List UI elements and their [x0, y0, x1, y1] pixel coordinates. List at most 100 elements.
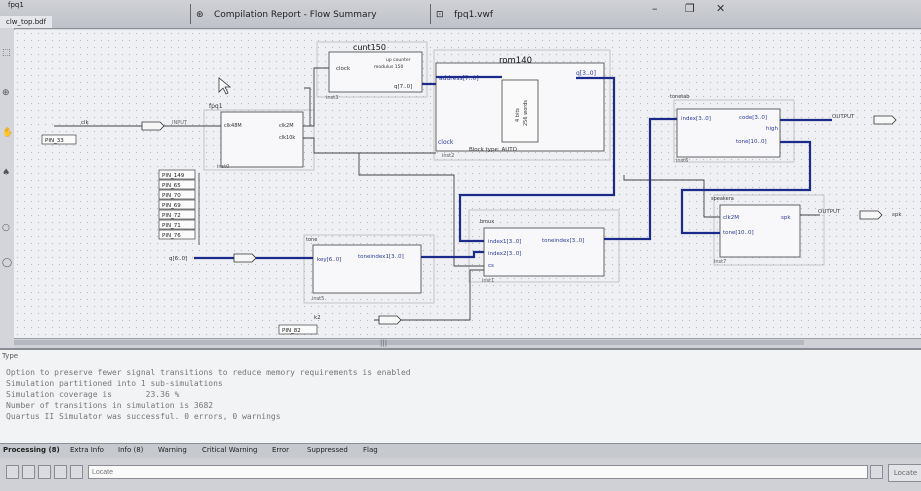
splitter-grip-icon[interactable]: |||	[380, 339, 388, 347]
pointer-tool-icon[interactable]: ⬚	[2, 48, 11, 58]
cunt150-inst: inst3	[326, 95, 338, 101]
spk-label: spk	[892, 212, 902, 218]
tab-separator	[190, 4, 191, 24]
clk-label: clk	[81, 120, 90, 126]
tonetab-title: tonetab	[670, 94, 689, 100]
tonetab-port-tone: tone[10..0]	[736, 139, 767, 145]
tone-port-key: key[6..0]	[317, 257, 341, 263]
block-speakera[interactable]: speakera clk2M tone[10..0] spk inst7	[711, 194, 825, 266]
left-tool-strip: ⬚ ⊕ ✋ ♠ ○ ◯	[0, 28, 15, 358]
waveform-icon: ⊡	[436, 10, 444, 20]
filter-button-3[interactable]	[38, 465, 51, 479]
bmux-port-index1: index1[3..0]	[488, 239, 521, 245]
rom140-mem-bits: 4 bits	[515, 108, 521, 122]
output2-label: OUTPUT	[818, 209, 841, 215]
block-rom140[interactable]: rom140 address[7..0] q[3..0] 4 bits 256 …	[433, 49, 611, 161]
pin82-label: PIN_82	[282, 328, 301, 334]
pin-q-input[interactable]: q[6..0]	[169, 253, 257, 263]
rom140-port-address: address[7..0]	[439, 75, 479, 82]
search-dropdown-button[interactable]	[870, 465, 883, 479]
rom140-port-q: q[3..0]	[576, 70, 596, 77]
schematic-svg: fpq1 clk48M clk2M clk10k inst0 cunt150 c…	[41, 41, 902, 335]
tab-extra-info[interactable]: Extra Info	[70, 446, 104, 454]
clk-input-label: INPUT	[172, 120, 188, 126]
block-tone[interactable]: tone key[6..0] toneindex1[3..0] inst5	[303, 234, 435, 304]
pin-list-item: PIN_76	[162, 233, 181, 239]
filter-button-5[interactable]	[70, 465, 83, 479]
pin-output-1[interactable]: OUTPUT	[832, 114, 897, 125]
tab-vwf[interactable]: fpq1.vwf	[454, 10, 494, 20]
cunt150-desc1: up counter	[386, 57, 411, 63]
minimize-icon[interactable]: –	[652, 2, 658, 15]
message-line[interactable]: Option to preserve fewer signal transiti…	[6, 368, 411, 377]
block-cunt150[interactable]: cunt150 clock up counter modulus 150 q[7…	[316, 41, 428, 101]
pin-k2-input[interactable]: k2	[314, 315, 402, 325]
output1-label: OUTPUT	[832, 114, 855, 120]
q-input-label: q[6..0]	[169, 256, 187, 262]
zoom-tool-icon[interactable]: ⊕	[2, 88, 10, 98]
pin-list-item: PIN_70	[162, 193, 181, 199]
line-tool-icon[interactable]: ◯	[2, 258, 13, 268]
tab-warning[interactable]: Warning	[158, 446, 187, 454]
rom140-block-type: Block type: AUTO	[469, 147, 518, 153]
fpq1-port-clk10k: clk10k	[279, 135, 295, 141]
speakera-title: speakera	[711, 196, 734, 202]
hand-tool-icon[interactable]: ✋	[2, 128, 14, 138]
tab-info[interactable]: Info (8)	[118, 446, 144, 454]
block-bmux[interactable]: bmux index1[3..0] index2[3..0] cs tonein…	[468, 209, 620, 284]
document-tab-bar: fpq1 clw_top.bdf ⊛ Compilation Report - …	[0, 0, 921, 29]
message-search-input[interactable]	[88, 465, 868, 479]
rom140-mem-words: 256 words	[523, 100, 529, 126]
message-line[interactable]: Quartus II Simulator was successful. 0 e…	[6, 412, 281, 421]
text-tool-icon[interactable]: ♠	[2, 168, 11, 178]
schematic-wires	[54, 67, 832, 321]
pin-list[interactable]: PIN_149 PIN_65 PIN_70 PIN_69 PIN_72 PIN_…	[158, 169, 196, 240]
pin-list-item: PIN_149	[162, 173, 185, 179]
tab-compilation-report[interactable]: Compilation Report - Flow Summary	[214, 10, 377, 20]
speakera-inst: inst7	[714, 259, 726, 265]
speakera-port-tone: tone[10..0]	[723, 230, 754, 236]
pin-list-item: PIN_72	[162, 213, 181, 219]
message-line[interactable]: Simulation coverage is 23.36 %	[6, 390, 180, 399]
tab-critical-warning[interactable]: Critical Warning	[202, 446, 258, 454]
cunt150-desc2: modulus 150	[374, 64, 403, 70]
filter-button-4[interactable]	[54, 465, 67, 479]
pin-82[interactable]: PIN_82	[278, 324, 318, 335]
tab-suppressed[interactable]: Suppressed	[307, 446, 348, 454]
fpq1-port-clk: clk48M	[224, 123, 242, 129]
pin-clk-input[interactable]: clk INPUT	[81, 120, 188, 131]
bmux-inst: inst1	[482, 278, 494, 284]
bmux-port-cs: cs	[488, 263, 494, 269]
tab-processing[interactable]: Processing (8)	[3, 446, 60, 454]
filter-button-1[interactable]	[6, 465, 19, 479]
close-icon[interactable]: ✕	[716, 2, 726, 15]
tab-top-left[interactable]: fpq1	[8, 1, 24, 9]
locate-button[interactable]: Locate	[888, 464, 921, 482]
cunt150-port-q: q[7..0]	[394, 84, 412, 90]
filter-button-2[interactable]	[22, 465, 35, 479]
messages-panel	[0, 348, 921, 445]
block-fpq1[interactable]: fpq1 clk48M clk2M clk10k inst0	[203, 103, 315, 171]
pin-output-2[interactable]: OUTPUT spk	[818, 209, 902, 220]
pin33-label: PIN_33	[45, 138, 64, 144]
messages-column-header: Type	[2, 352, 19, 360]
pin-33[interactable]: PIN_33	[41, 134, 77, 145]
block-tonetab[interactable]: tonetab index[3..0] code[3..0] high tone…	[670, 94, 795, 164]
speakera-port-spk: spk	[781, 215, 791, 221]
tab-bdf[interactable]: clw_top.bdf	[0, 16, 53, 28]
speakera-port-clk: clk2M	[723, 215, 739, 221]
tab-error[interactable]: Error	[272, 446, 290, 454]
message-line[interactable]: Number of transitions in simulation is 3…	[6, 401, 214, 410]
mouse-cursor-icon	[218, 77, 232, 95]
restore-icon[interactable]: ❐	[685, 2, 695, 15]
tonetab-port-code: code[3..0]	[739, 115, 767, 121]
rom140-port-clock: clock	[438, 139, 454, 146]
message-line[interactable]: Simulation partitioned into 1 sub-simula…	[6, 379, 223, 388]
schematic-canvas[interactable]: fpq1 clk48M clk2M clk10k inst0 cunt150 c…	[14, 30, 921, 340]
message-tabs: Processing (8) Extra Info Info (8) Warni…	[0, 443, 921, 458]
bmux-port-index2: index2[3..0]	[488, 251, 521, 257]
k2-label: k2	[314, 315, 321, 321]
tab-flag[interactable]: Flag	[363, 446, 378, 454]
scrollbar-thumb[interactable]	[14, 340, 804, 345]
orthogonal-tool-icon[interactable]: ○	[2, 223, 10, 233]
